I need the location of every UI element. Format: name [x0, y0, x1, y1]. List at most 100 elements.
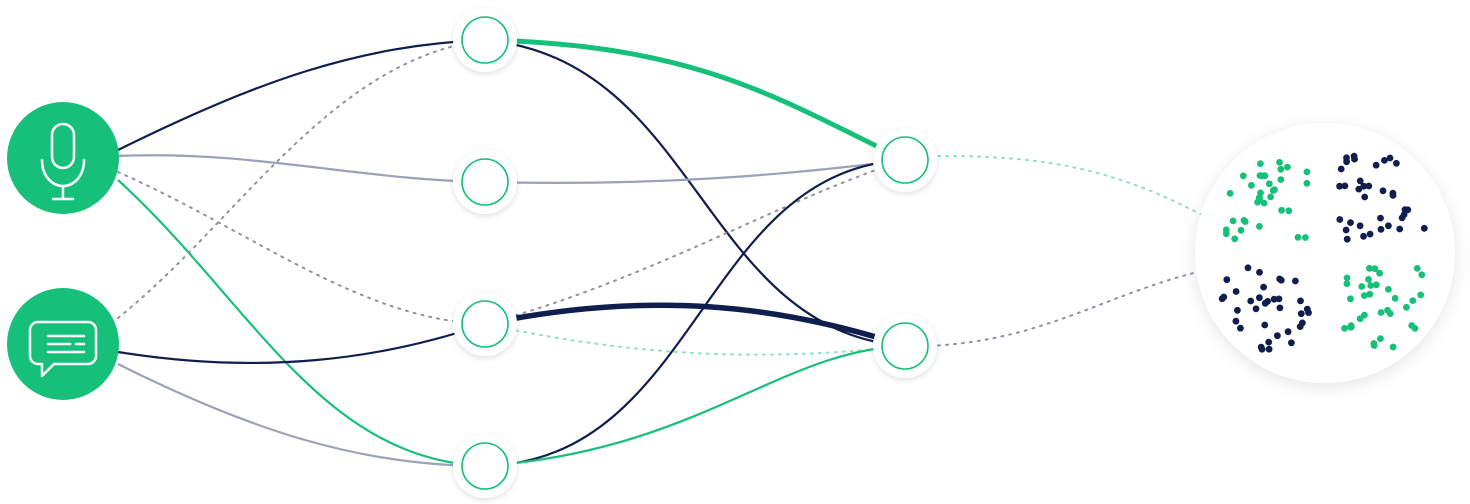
cluster-dot [1284, 328, 1292, 336]
edge-mic-h3 [117, 171, 486, 325]
cluster-dot [1292, 277, 1299, 285]
edge-o2-out [929, 267, 1216, 347]
cluster-dot [1411, 325, 1419, 332]
cluster-dot [1234, 306, 1241, 314]
input-node-text [7, 288, 119, 400]
hidden-node [453, 8, 517, 72]
cluster-dot [1391, 294, 1399, 302]
cluster-dot [1258, 172, 1266, 180]
cluster-dot [1297, 297, 1304, 305]
cluster-dot [1350, 152, 1358, 160]
cluster-dot [1265, 180, 1273, 188]
cluster-dot [1294, 233, 1302, 241]
cluster-dot [1231, 235, 1239, 243]
cluster-dot [1355, 185, 1363, 193]
cluster-dot [1356, 177, 1364, 185]
cluster-dot [1267, 193, 1274, 201]
cluster-dot [1361, 193, 1369, 201]
cluster-dot [1347, 295, 1354, 303]
chat-message-icon [28, 320, 98, 378]
cluster-dot [1232, 317, 1240, 325]
input-node-voice [7, 102, 119, 214]
cluster-dot [1265, 345, 1273, 353]
cluster-dot [1420, 224, 1428, 232]
cluster-dot [1237, 226, 1245, 234]
cluster-dot [1361, 292, 1368, 299]
cluster-dot [1413, 265, 1421, 272]
cluster-dot [1261, 299, 1269, 307]
cluster-dot [1296, 323, 1304, 330]
cluster-dot [1285, 207, 1293, 215]
cluster-dot [1366, 264, 1373, 272]
cluster-dot [1385, 286, 1392, 293]
cluster-dot [1385, 222, 1392, 230]
cluster-dot [1226, 189, 1234, 197]
cluster-dot [1409, 297, 1417, 304]
cluster-dot [1417, 291, 1425, 299]
edge-mic-h1 [117, 38, 486, 151]
cluster-dot [1277, 165, 1285, 173]
cluster-dot [1261, 321, 1269, 329]
edge-o1-out [929, 154, 1216, 223]
cluster-dot [1288, 339, 1295, 347]
cluster-dot [1343, 280, 1351, 288]
cluster-dot [1360, 182, 1368, 190]
cluster-dot [1274, 332, 1281, 340]
cluster-dot [1393, 159, 1400, 167]
cluster-dot [1277, 176, 1285, 184]
cluster-dot [1396, 225, 1404, 233]
cluster-dot [1341, 324, 1348, 332]
cluster-dot [1384, 306, 1391, 314]
cluster-dot [1303, 168, 1311, 176]
cluster-dot [1270, 295, 1278, 303]
cluster-dot [1389, 192, 1397, 199]
edge-chat-h1 [117, 39, 486, 319]
cluster-dot [1276, 159, 1283, 166]
cluster-dot [1366, 290, 1374, 298]
edge-h2-o1 [484, 158, 906, 184]
cluster-dot [1401, 206, 1409, 214]
cluster-dot [1377, 225, 1385, 233]
cluster-dot [1377, 309, 1385, 316]
cluster-dot [1276, 304, 1284, 312]
hidden-node [453, 150, 517, 214]
edge-h3-o2 [484, 302, 906, 349]
cluster-dot [1275, 295, 1283, 303]
cluster-dot [1360, 232, 1367, 240]
cluster-dot [1343, 235, 1351, 243]
cluster-dot [1347, 219, 1354, 227]
output-node-clusters [1195, 123, 1455, 383]
cluster-dot [1256, 294, 1263, 302]
cluster-dot [1356, 222, 1364, 230]
hidden-node [453, 434, 517, 498]
hidden-node [453, 292, 517, 356]
cluster-dot [1361, 311, 1368, 319]
cluster-dot [1223, 276, 1231, 284]
cluster-dot [1247, 297, 1255, 305]
cluster-dot [1336, 216, 1344, 223]
cluster-dot [1244, 264, 1252, 272]
cluster-dot [1381, 157, 1388, 164]
cluster-dot [1222, 230, 1230, 238]
cluster-dot [1337, 165, 1345, 173]
hidden-node [873, 314, 937, 378]
edge-h1-o1 [484, 37, 907, 163]
cluster-dot [1271, 186, 1278, 194]
cluster-dot [1365, 276, 1372, 283]
cluster-dot [1302, 234, 1309, 241]
cluster-dot [1366, 230, 1374, 238]
edge-mic-h2 [117, 154, 486, 184]
hidden-layer-2 [873, 128, 937, 378]
cluster-dot [1376, 269, 1383, 277]
edge-h3-o2-dotted [484, 323, 906, 356]
cluster-dot [1260, 283, 1267, 291]
edge-chat-h4 [117, 363, 486, 468]
cluster-dot [1403, 303, 1410, 311]
cluster-dot [1229, 217, 1237, 225]
cluster-dot [1239, 172, 1247, 180]
cluster-dot [1303, 305, 1311, 313]
cluster-dot [1365, 182, 1373, 190]
cluster-dot [1342, 226, 1350, 234]
hidden-node [873, 128, 937, 192]
